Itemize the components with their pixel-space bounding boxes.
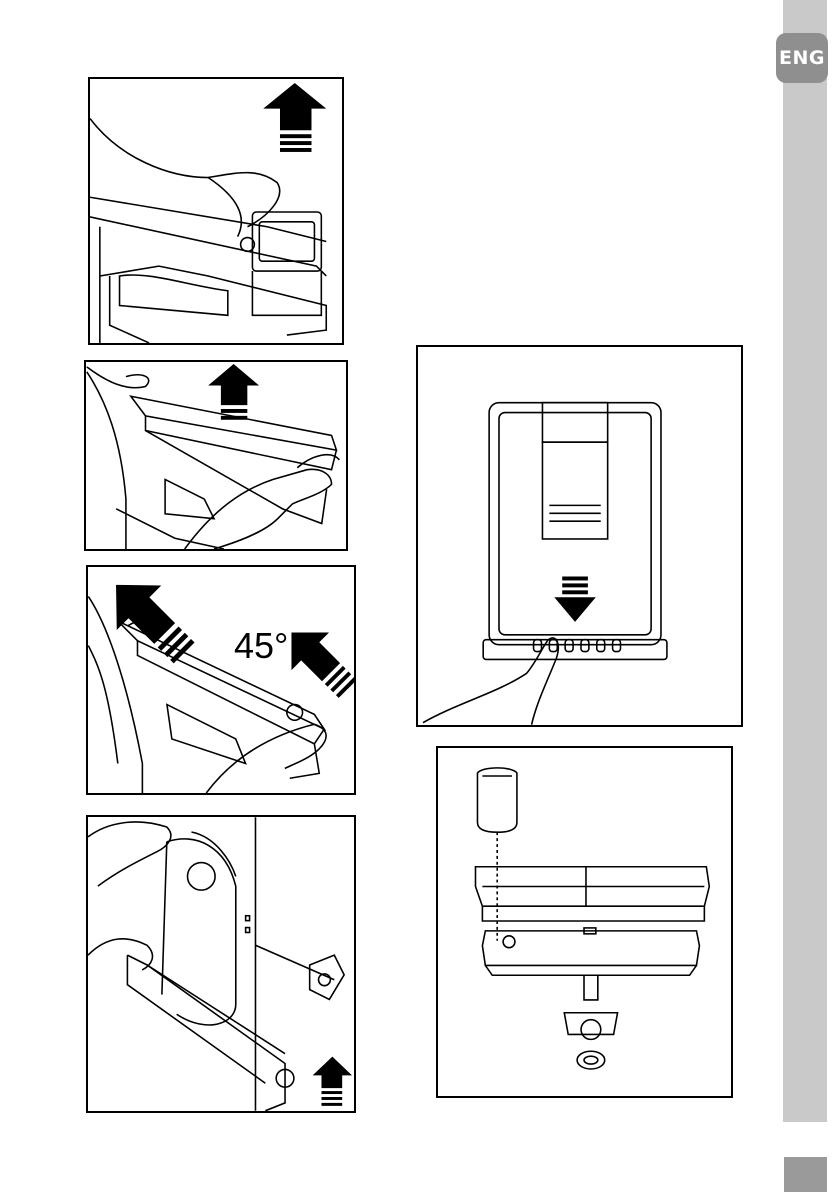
illustration-lift-shelf (86, 362, 346, 549)
arrow-up-icon (263, 83, 326, 152)
figure-press-dispenser (416, 345, 743, 727)
illustration-remove-tank (88, 817, 354, 1111)
arrow-up-icon (313, 1057, 352, 1106)
figure-remove-tank (86, 815, 356, 1113)
angle-label: 45° (234, 625, 288, 667)
illustration-lift-door-bin (90, 79, 342, 343)
arrow-diagonal-icon (94, 567, 207, 675)
figure-tilt-45: 45° (86, 565, 356, 795)
side-strip (783, 0, 827, 1122)
illustration-exploded-tank (438, 748, 731, 1096)
arrow-down-icon (554, 576, 595, 621)
figure-lift-door-bin (88, 77, 344, 345)
arrow-up-icon (208, 364, 259, 420)
language-tab: ENG (776, 33, 828, 83)
page-number-box (784, 1157, 827, 1192)
illustration-press-dispenser (418, 347, 741, 725)
figure-exploded-tank (436, 746, 733, 1098)
figure-lift-shelf (84, 360, 348, 551)
illustration-tilt-45 (88, 567, 354, 793)
